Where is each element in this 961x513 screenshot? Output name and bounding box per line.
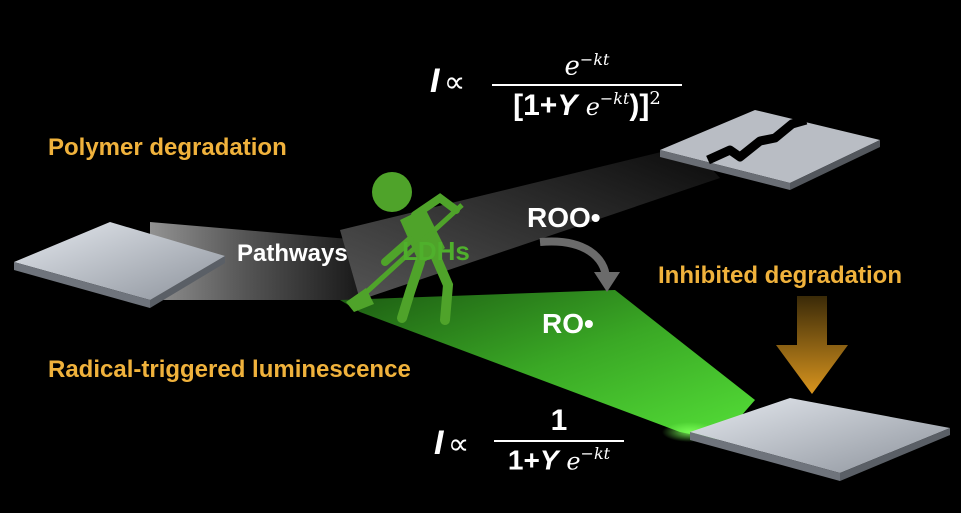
bottom-equation-fraction: 1 1+Y e−kt bbox=[494, 404, 624, 476]
bottom-equation-lhs: I ∝ bbox=[434, 424, 469, 463]
inhibited-degradation-label: Inhibited degradation bbox=[658, 262, 902, 289]
polymer-degradation-label: Polymer degradation bbox=[48, 134, 287, 161]
bottom-den-open: 1+ bbox=[507, 444, 540, 476]
top-equation-lhs: I ∝ bbox=[430, 62, 465, 101]
crack bbox=[706, 115, 808, 165]
top-den-e: e bbox=[585, 92, 600, 121]
top-den-close: )] bbox=[629, 88, 650, 122]
degraded-polymer-slab bbox=[660, 110, 880, 190]
pathways-label: Pathways bbox=[237, 240, 348, 267]
ldh-worker-figure bbox=[346, 172, 464, 325]
arrow-head bbox=[594, 272, 620, 292]
roo-radical-label: ROO• bbox=[527, 202, 601, 233]
top-eq-proportional: ∝ bbox=[443, 66, 466, 99]
top-den-exp: −kt bbox=[599, 88, 630, 108]
bottom-den-exp: −kt bbox=[580, 444, 611, 463]
top-num-exp: −kt bbox=[579, 50, 610, 69]
top-eq-I: I bbox=[430, 62, 440, 100]
bottom-den-e: e bbox=[566, 447, 581, 476]
top-num-e: e bbox=[564, 51, 580, 82]
top-den-open: [1+ bbox=[513, 88, 558, 122]
ldhs-label: LDHs bbox=[402, 236, 470, 266]
bottom-eq-proportional: ∝ bbox=[447, 428, 470, 461]
inhibited-arrow bbox=[776, 296, 848, 394]
left-polymer-slab bbox=[14, 222, 225, 308]
radical-luminescence-label: Radical-triggered luminescence bbox=[48, 356, 411, 383]
grey-pathway bbox=[150, 222, 360, 300]
top-equation-fraction: e−kt [1+Y e−kt)]2 bbox=[492, 50, 682, 123]
top-den-power: 2 bbox=[649, 87, 661, 109]
top-den-Y: Y bbox=[557, 88, 578, 122]
green-pathway bbox=[340, 290, 755, 440]
protected-polymer-slab bbox=[690, 398, 950, 481]
bottom-num: 1 bbox=[550, 404, 568, 437]
bottom-den-Y: Y bbox=[539, 444, 559, 476]
bottom-eq-I: I bbox=[434, 424, 444, 462]
ro-radical-label: RO• bbox=[542, 308, 594, 339]
